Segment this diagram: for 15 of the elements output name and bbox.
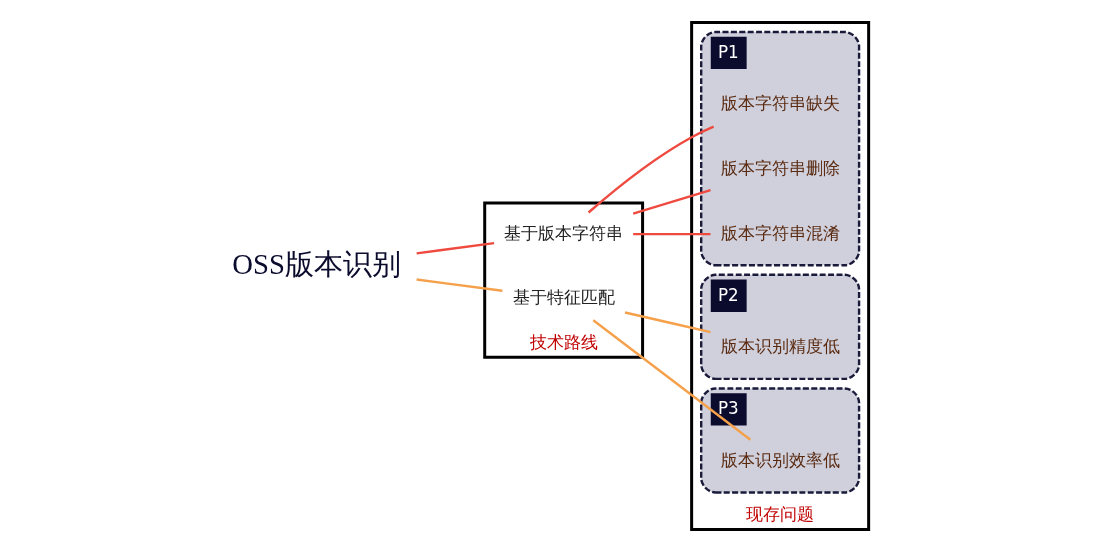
node-text: 版本识别效率低 — [720, 449, 840, 470]
node-text: 版本字符串缺失 — [720, 93, 840, 114]
node-text: 版本识别精度低 — [720, 336, 840, 357]
node-text: 基于版本字符串 — [504, 222, 624, 243]
connector — [632, 189, 711, 215]
node-text: OSS版本识别 — [232, 247, 401, 280]
connector — [416, 242, 495, 255]
connector — [587, 125, 715, 214]
connector — [416, 278, 503, 292]
node-text: 版本字符串混淆 — [720, 222, 840, 243]
connector — [633, 232, 711, 236]
connector — [624, 311, 711, 334]
connector — [592, 319, 752, 441]
node-text: 基于特征匹配 — [512, 287, 615, 308]
node-text: 版本字符串删除 — [720, 157, 840, 178]
